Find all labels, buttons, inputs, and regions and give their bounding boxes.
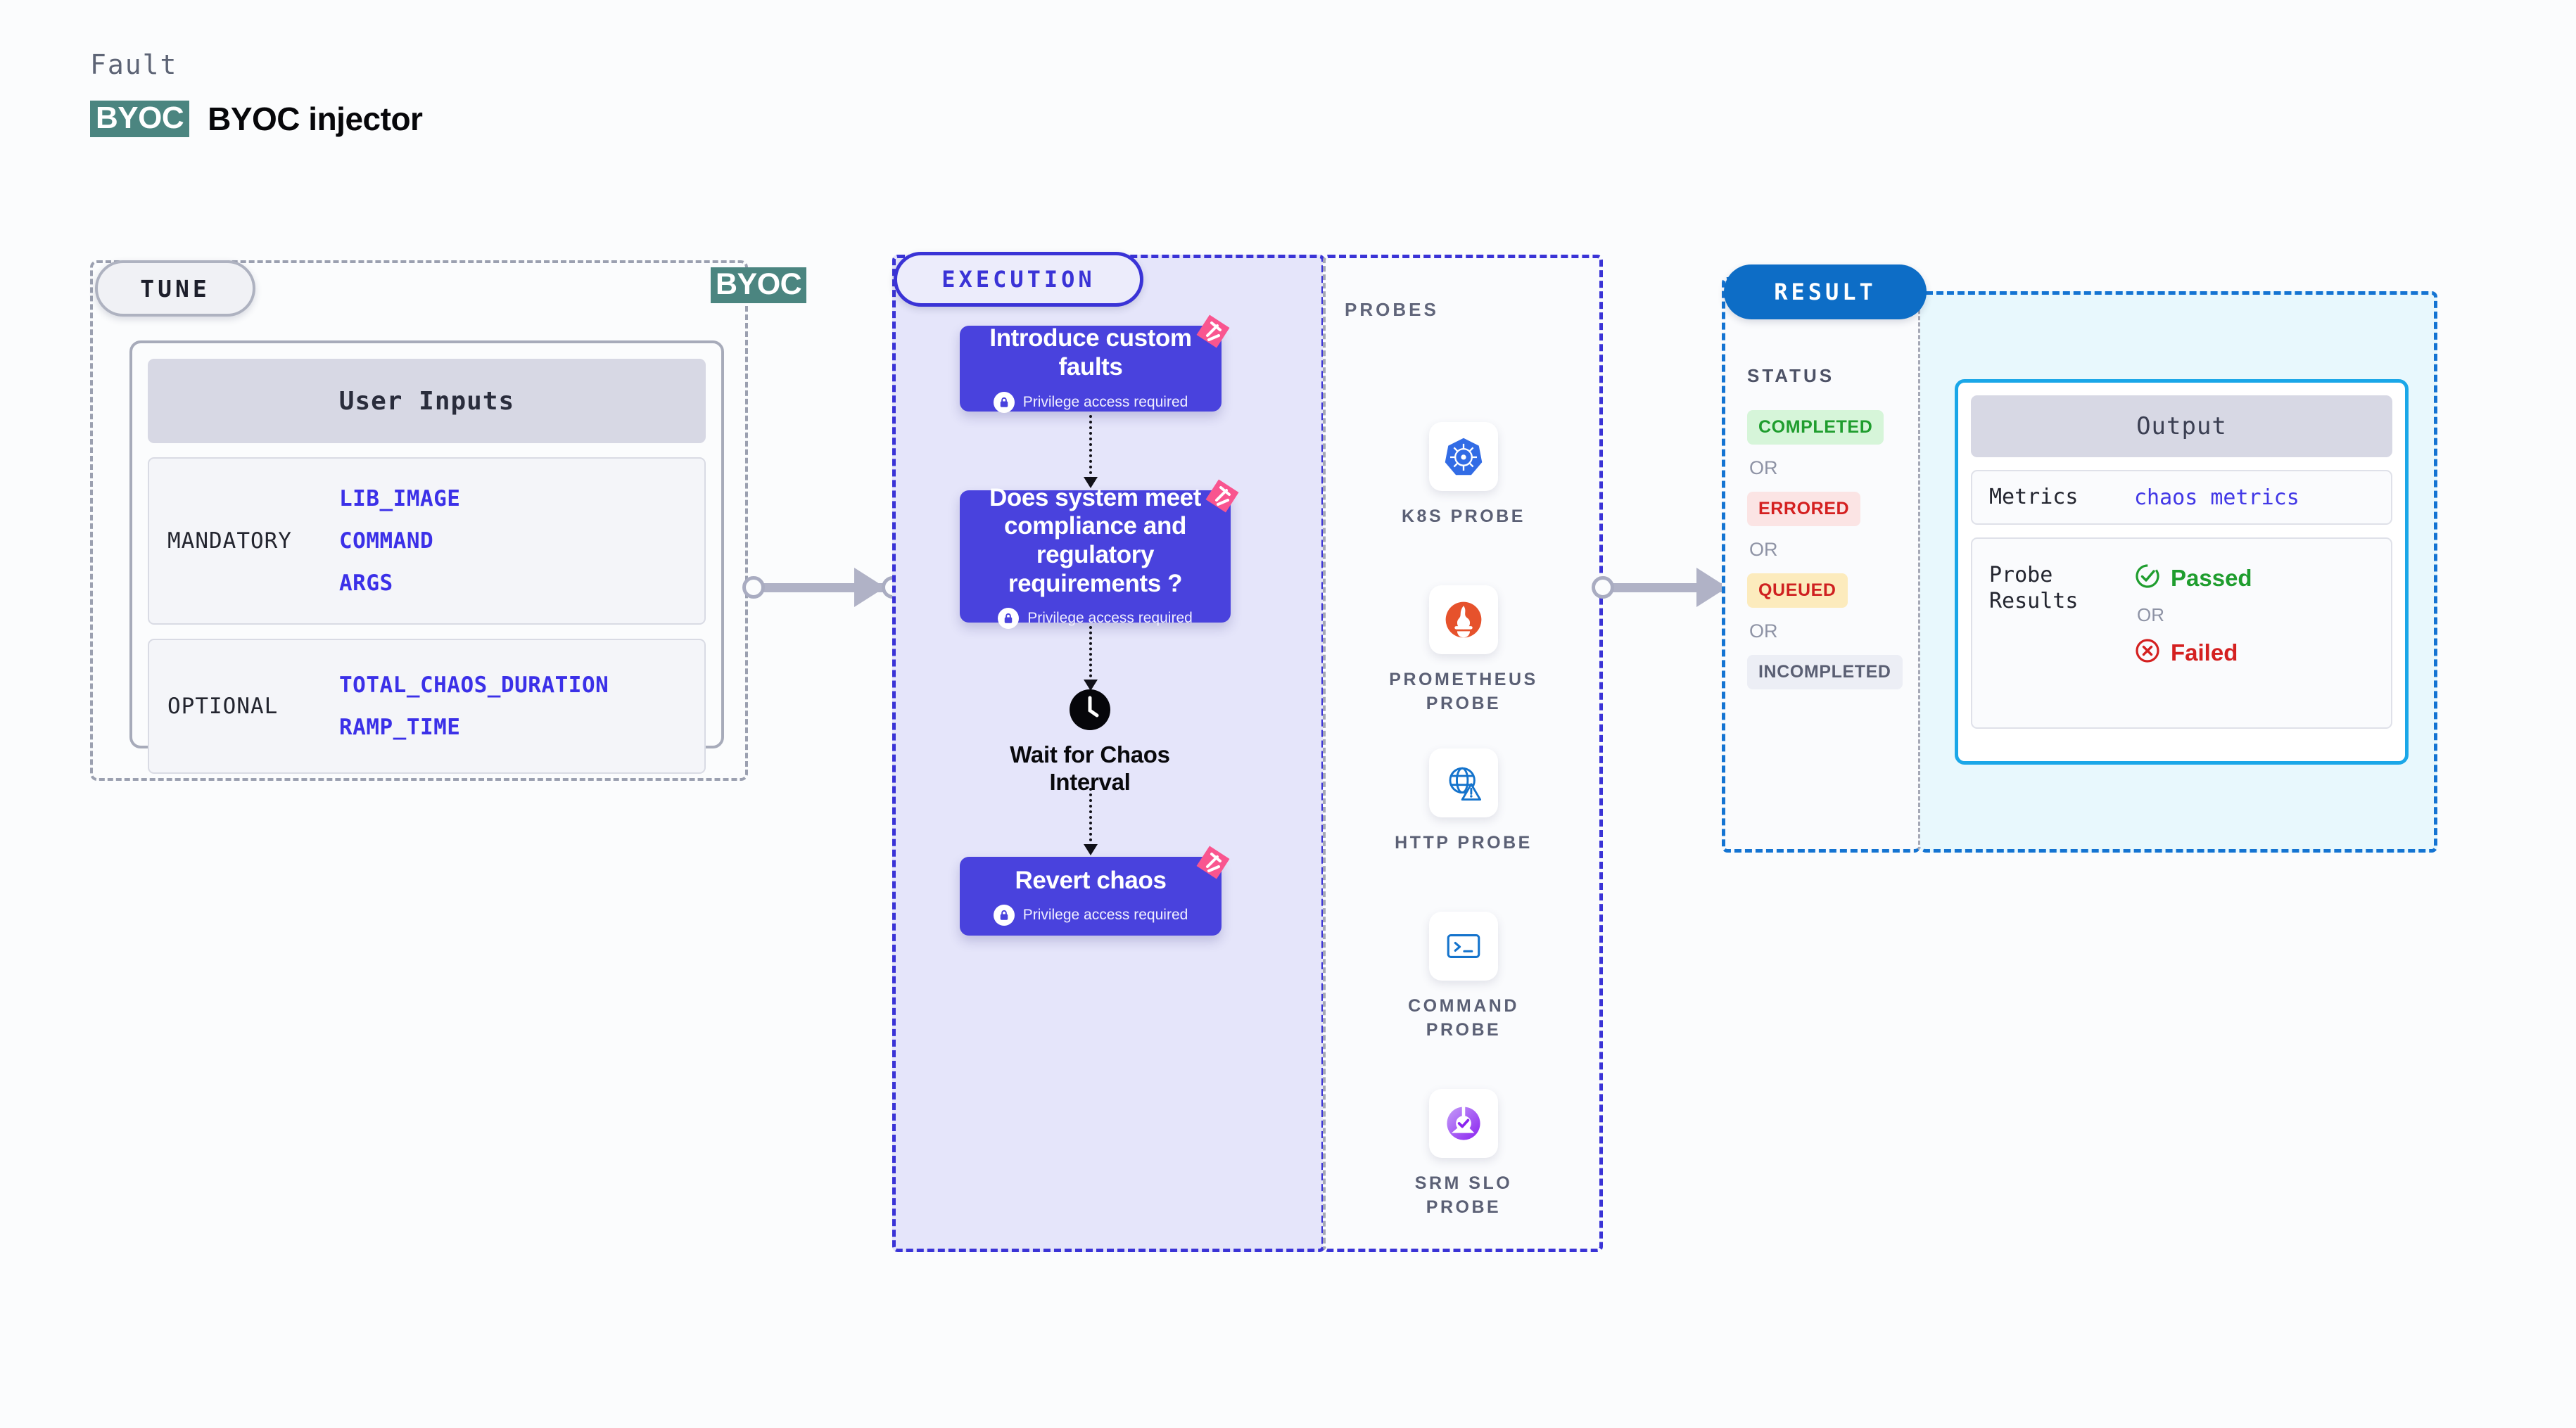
variable-args[interactable]: ARGS: [339, 570, 393, 596]
probe-item-command[interactable]: COMMAND PROBE: [1383, 912, 1544, 1043]
privilege-note-text: Privilege access required: [1022, 393, 1188, 410]
kubernetes-icon: [1429, 422, 1498, 491]
harness-ribbon-icon: [1192, 312, 1233, 352]
byoc-badge: BYOC: [90, 101, 190, 137]
probe-results-label: Probe Results: [1972, 563, 2134, 614]
status-or-2: OR: [1749, 539, 1778, 560]
connector-dot-start: [742, 576, 765, 599]
arrow-head: [1084, 680, 1098, 691]
page-header: Fault BYOC BYOC injector: [90, 49, 423, 138]
clock-icon: [1068, 688, 1112, 732]
fault-kicker: Fault: [90, 49, 178, 80]
probe-result-failed: Failed: [2134, 637, 2252, 668]
flow-step-compliance-check[interactable]: Does system meet compliance and regulato…: [960, 479, 1239, 630]
output-card: Output Metrics chaos metrics Probe Resul…: [1955, 379, 2409, 765]
page-title-row: BYOC BYOC injector: [90, 100, 423, 138]
flow-step-revert-chaos[interactable]: Revert chaos Privilege access required: [960, 846, 1230, 936]
passed-label: Passed: [2171, 564, 2252, 591]
status-or-1: OR: [1749, 457, 1778, 478]
failed-label: Failed: [2171, 639, 2238, 665]
status-or-3: OR: [1749, 620, 1778, 642]
flow-arrow-2: [1084, 626, 1098, 691]
input-group-optional: OPTIONAL TOTAL_CHAOS_DURATION RAMP_TIME: [148, 639, 706, 774]
tune-pill-label[interactable]: TUNE: [95, 260, 255, 317]
group-vars-optional: TOTAL_CHAOS_DURATION RAMP_TIME: [339, 672, 609, 740]
group-vars-mandatory: LIB_IMAGE COMMAND ARGS: [339, 486, 460, 596]
variable-ramp-time[interactable]: RAMP_TIME: [339, 715, 461, 740]
check-circle-icon: [2134, 563, 2161, 593]
connector-dot-start: [1592, 576, 1614, 599]
flow-step-introduce-custom-faults[interactable]: Introduce custom faults Privilege access…: [960, 314, 1230, 413]
probe-label: K8S PROBE: [1402, 506, 1525, 526]
probe-label: PROMETHEUS PROBE: [1389, 670, 1538, 713]
flow-step-title: Revert chaos: [1015, 866, 1167, 894]
connector-tune-to-execution: [738, 566, 907, 608]
group-label-optional: OPTIONAL: [167, 694, 279, 719]
srm-slo-donut-icon: [1429, 1089, 1498, 1158]
page-title: BYOC injector: [208, 101, 423, 137]
privilege-note: Privilege access required: [993, 905, 1188, 926]
probe-item-srm-slo[interactable]: SRM SLO PROBE: [1383, 1089, 1544, 1220]
output-row-metrics: Metrics chaos metrics: [1971, 470, 2392, 525]
flow-arrow-3: [1084, 788, 1098, 855]
byoc-edge-badge: BYOC: [711, 267, 807, 304]
probe-result-passed: Passed: [2134, 563, 2252, 593]
output-card-title: Output: [1971, 395, 2392, 457]
status-badge-completed: COMPLETED: [1747, 410, 1884, 445]
arrow-shaft: [1089, 626, 1092, 688]
user-inputs-card: User Inputs MANDATORY LIB_IMAGE COMMAND …: [129, 340, 724, 774]
input-group-mandatory: MANDATORY LIB_IMAGE COMMAND ARGS: [148, 457, 706, 625]
arrow-head: [1084, 844, 1098, 855]
probe-item-http[interactable]: HTTP PROBE: [1383, 748, 1544, 855]
arrow-head: [1084, 477, 1098, 488]
status-badge-incompleted: INCOMPLETED: [1747, 655, 1903, 689]
metrics-label: Metrics: [1989, 484, 2079, 509]
status-badge-errored: ERRORED: [1747, 492, 1861, 526]
probe-label: HTTP PROBE: [1395, 833, 1533, 853]
execution-pill-label[interactable]: EXECUTION: [894, 252, 1143, 307]
harness-ribbon-icon: [1192, 843, 1233, 884]
group-label-mandatory: MANDATORY: [167, 528, 292, 554]
user-inputs-title: User Inputs: [148, 359, 706, 443]
privilege-note: Privilege access required: [993, 391, 1188, 413]
probe-label: SRM SLO PROBE: [1414, 1173, 1513, 1217]
harness-ribbon-icon: [1201, 476, 1242, 517]
probe-item-prometheus[interactable]: PROMETHEUS PROBE: [1383, 585, 1544, 716]
variable-total-chaos-duration[interactable]: TOTAL_CHAOS_DURATION: [339, 672, 609, 698]
lock-icon: [993, 391, 1015, 413]
probes-section-label: PROBES: [1345, 299, 1439, 320]
connector-line: [754, 583, 887, 592]
result-pill-label[interactable]: RESULT: [1724, 264, 1927, 319]
metrics-value[interactable]: chaos metrics: [2134, 485, 2299, 510]
flow-step-wait-for-chaos-interval[interactable]: Wait for Chaos Interval: [988, 688, 1192, 796]
flow-step-title: Does system meet compliance and regulato…: [989, 483, 1201, 597]
terminal-icon: [1429, 912, 1498, 981]
status-badge-queued: QUEUED: [1747, 573, 1848, 608]
privilege-note-text: Privilege access required: [1022, 907, 1188, 924]
output-row-probe-results: Probe Results Passed OR: [1971, 537, 2392, 729]
privilege-note-text: Privilege access required: [1027, 610, 1193, 627]
probe-item-k8s[interactable]: K8S PROBE: [1383, 422, 1544, 529]
lock-icon: [998, 608, 1020, 630]
x-circle-icon: [2134, 637, 2161, 668]
execution-panel: [892, 255, 1325, 1252]
http-globe-warning-icon: [1429, 748, 1498, 817]
probe-result-or: OR: [2137, 604, 2164, 625]
status-badge-list: COMPLETED OR ERRORED OR QUEUED OR INCOMP…: [1747, 410, 1903, 689]
probe-results-values: Passed OR Failed: [2134, 563, 2252, 668]
tune-panel: User Inputs MANDATORY LIB_IMAGE COMMAND …: [90, 260, 748, 781]
lock-icon: [993, 905, 1015, 926]
probe-label: COMMAND PROBE: [1408, 996, 1519, 1040]
prometheus-icon: [1429, 585, 1498, 654]
connector-arrowhead: [854, 568, 885, 607]
variable-command[interactable]: COMMAND: [339, 528, 434, 554]
privilege-note: Privilege access required: [998, 608, 1193, 630]
variable-lib-image[interactable]: LIB_IMAGE: [339, 486, 461, 511]
status-section-label: STATUS: [1747, 365, 1835, 386]
arrow-shaft: [1089, 415, 1092, 485]
flow-arrow-1: [1084, 415, 1098, 488]
probe-results-label-text: Probe Results: [1989, 563, 2079, 613]
flow-step-title: Introduce custom faults: [989, 324, 1192, 381]
arrow-shaft: [1089, 788, 1092, 853]
